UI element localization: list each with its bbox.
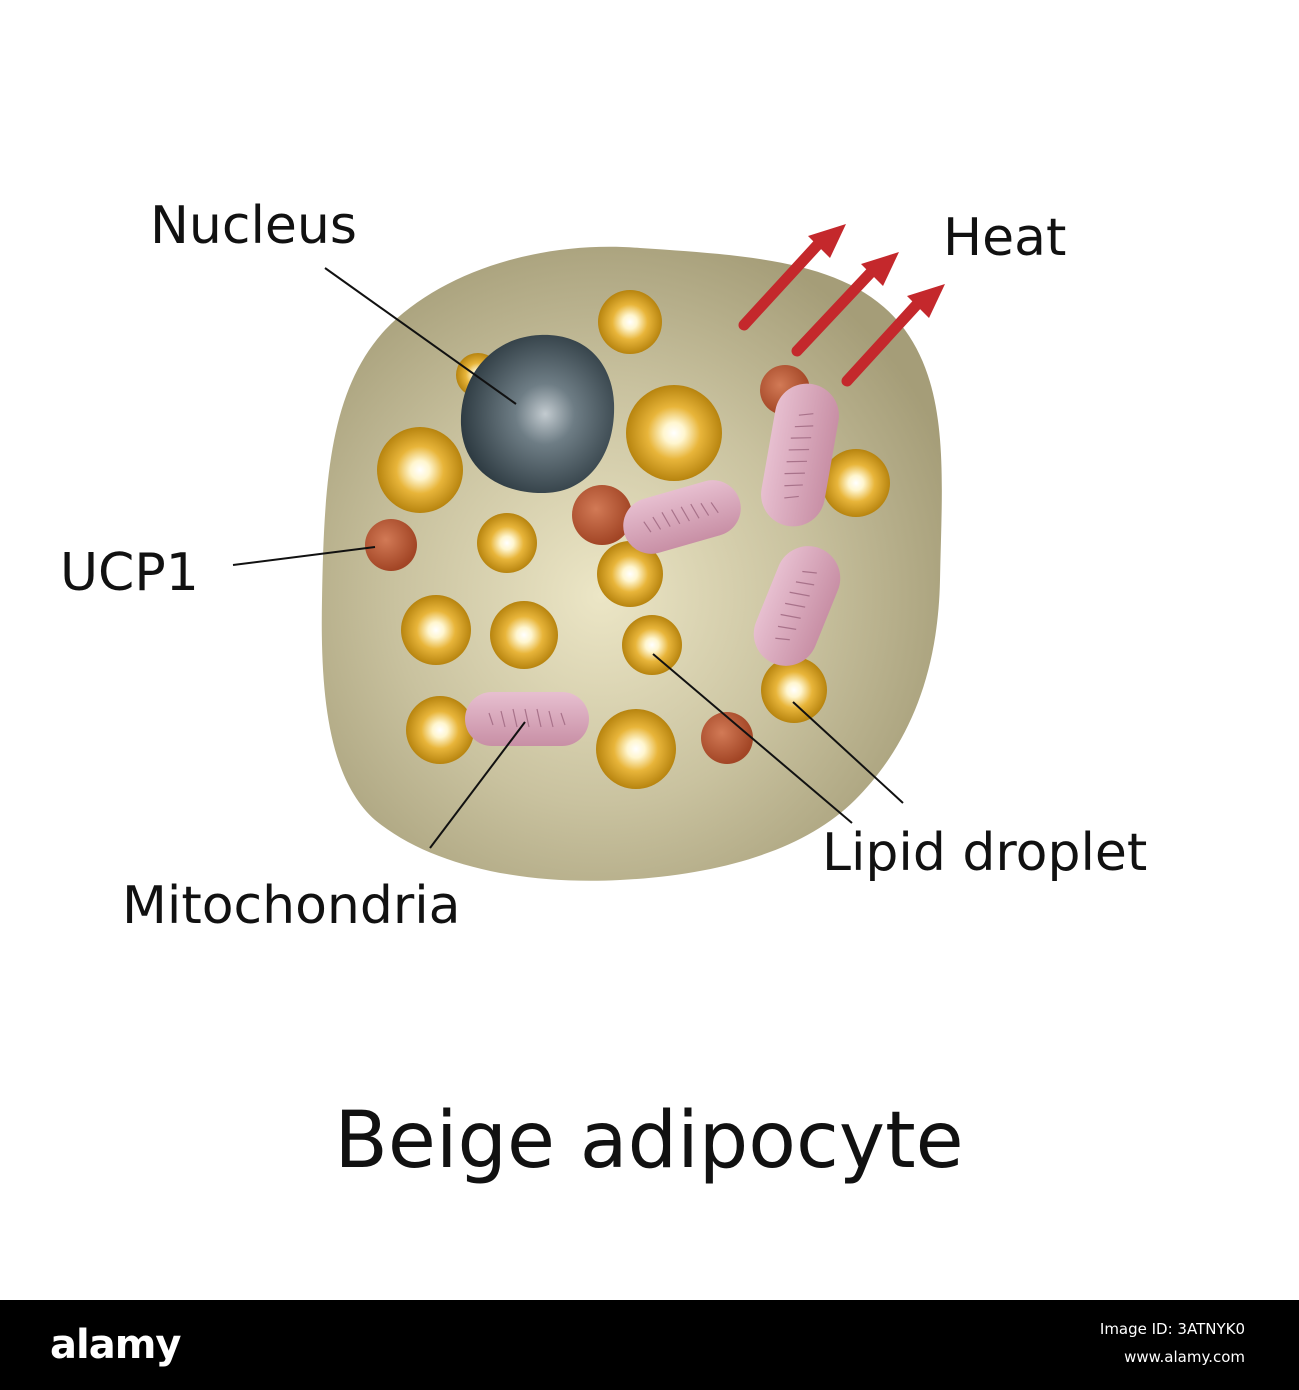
- lipid-droplet: [477, 513, 537, 573]
- lipid-droplets: [377, 290, 890, 789]
- lipid-droplet: [626, 385, 722, 481]
- lipid-droplet: [822, 449, 890, 517]
- lipid-droplet: [597, 541, 663, 607]
- lipid-droplet: [377, 427, 463, 513]
- watermark-image-id: Image ID: 3ATNYK0: [1099, 1320, 1245, 1338]
- watermark-brand-logo: alamy: [50, 1322, 181, 1368]
- mitochondria-group: [465, 383, 841, 746]
- mitochondrion: [465, 692, 589, 746]
- lipid-droplet: [598, 290, 662, 354]
- heat-arrow: [841, 284, 945, 387]
- mitochondrion: [623, 480, 741, 554]
- lipid-droplet: [761, 657, 827, 723]
- diagram-title: Beige adipocyte: [334, 1096, 963, 1186]
- ucp1-particle: [365, 519, 417, 571]
- mitochondrion: [753, 546, 841, 666]
- beige-adipocyte-diagram: Nucleus Heat UCP1 Lipid droplet Mitochon…: [60, 196, 1147, 1186]
- mitochondria-leader-line: [429, 721, 526, 849]
- lipid-droplet: [596, 709, 676, 789]
- lipid-droplet: [401, 595, 471, 665]
- heat-arrow: [738, 224, 846, 331]
- heat-label: Heat: [943, 208, 1066, 268]
- ucp1-leader-line: [232, 546, 376, 566]
- ucp1-particle: [701, 712, 753, 764]
- ucp1-particle: [572, 485, 632, 545]
- watermark-url: www.alamy.com: [1124, 1348, 1245, 1366]
- lipid-droplet: [490, 601, 558, 669]
- watermark-banner: alamy Image ID: 3ATNYK0 www.alamy.com: [0, 1300, 1299, 1390]
- lipid-droplet-label: Lipid droplet: [822, 823, 1147, 883]
- mitochondrion: [761, 383, 839, 527]
- nucleus-label: Nucleus: [150, 196, 357, 256]
- lipid-droplet: [406, 696, 474, 764]
- nucleus-leader-line: [324, 267, 517, 405]
- lipid-leader-line: [652, 653, 853, 824]
- leader-lines: [232, 267, 904, 849]
- ucp1-label: UCP1: [60, 543, 199, 603]
- lipid-droplet: [622, 615, 682, 675]
- mitochondria-label: Mitochondria: [122, 876, 461, 936]
- heat-arrows: [738, 224, 945, 387]
- heat-arrow: [791, 252, 899, 357]
- nucleus: [460, 334, 615, 494]
- lipid-leader-line: [792, 701, 904, 804]
